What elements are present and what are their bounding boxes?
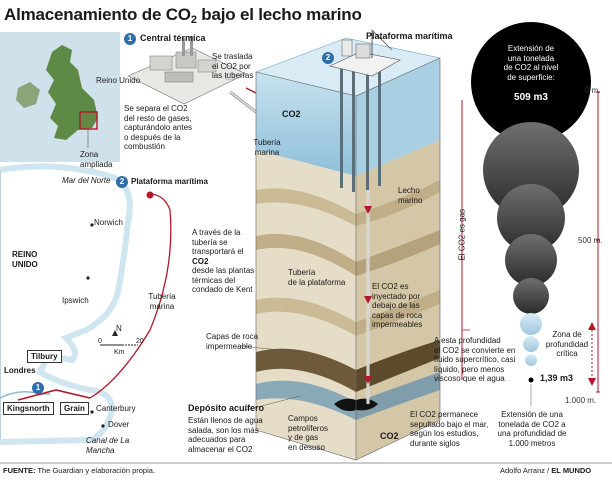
city-box-tilbury: Tilbury [27, 350, 62, 363]
city-box-grain: Grain [60, 402, 89, 415]
step-2-badge: 2 [322, 52, 334, 64]
transfer-text: Se traslada el CO2 por las tuberías [212, 52, 254, 80]
step-2-label: Plataforma marítima [366, 31, 453, 41]
city-ipswich: Ipswich [62, 296, 89, 305]
tick-500m: 500 m. [578, 236, 603, 245]
plant-co2-label: CO2 [282, 109, 301, 119]
aquifer-title: Depósito acuífero [188, 403, 265, 413]
east-england-map [0, 163, 172, 445]
city-london: Londres [4, 366, 36, 375]
city-canterbury: Canterbury [96, 404, 136, 413]
map-country-label: REINO UNIDO [12, 250, 38, 269]
rock-layers-label: Capas de roca impermeable [206, 332, 259, 351]
separation-text: Se separa el CO2 del resto de gases, cap… [124, 104, 193, 151]
offshore-platform [329, 29, 401, 192]
city-box-kingsnorth: Kingsnorth [3, 402, 54, 415]
inset-zoom-label: Zona ampliada [80, 150, 113, 169]
remains-text: El CO2 permanece sepultado bajo el mar, … [410, 410, 489, 448]
map-step-2-badge: 2 [116, 176, 128, 188]
bubble-title: Extensión de una tonelada de CO2 al nive… [503, 44, 559, 82]
uk-inset-map [0, 32, 120, 162]
depth-scale [461, 91, 600, 393]
seabed-label: Lecho marino [398, 186, 423, 205]
tick-0m: 0 m. [585, 86, 601, 95]
footer-credit: Adolfo Arranz / EL MUNDO [500, 466, 592, 475]
old-fields-label: Campos petrolíferos y de gas en desuso [288, 414, 329, 452]
north-label: N [116, 324, 122, 333]
tick-1000m: 1.000 m. [565, 396, 597, 405]
small-volume-value: 1,39 m3 [540, 373, 574, 383]
platform-pipe-label: Tubería de la plataforma [288, 268, 346, 287]
aquifer-text: Están llenos de agua salada, son los más… [188, 416, 263, 454]
deposit-co2-label: CO2 [380, 431, 399, 441]
map-pipe-description: A través de la tubería se transportará e… [192, 228, 255, 294]
sea-label: Mar del Norte [62, 176, 111, 185]
power-plant-illustration [127, 36, 247, 105]
city-norwich: Norwich [94, 218, 123, 227]
injection-text: El CO2 es inyectado por debajo de las ca… [372, 282, 423, 329]
critical-zone-label: Zona de profundidad crítica [545, 330, 589, 358]
scale-unit: Km [114, 349, 125, 356]
channel-label: Canal de La Mancha [86, 436, 130, 455]
bottom-volume-text: Extensión de una tonelada de CO2 a una p… [497, 410, 567, 448]
step-1-label: Central térmica [140, 33, 206, 43]
supercritical-text: A esta profundidad el CO2 se convierte e… [434, 336, 516, 383]
inset-country-label: Reino Unido [96, 76, 141, 85]
map-platform-label: Plataforma marítima [131, 177, 208, 186]
cross-section-block [254, 37, 441, 461]
plant-pipe-label: Tubería marina [253, 138, 281, 157]
map-step-1-badge: 1 [32, 382, 44, 394]
co2-volume-bubbles [471, 22, 591, 406]
scale-twenty: 20 [136, 338, 144, 345]
bubble-value: 509 m3 [514, 92, 548, 103]
scale-zero: 0 [98, 338, 102, 345]
step-1-badge: 1 [124, 33, 136, 45]
gas-label: El CO2 es gas [457, 208, 467, 261]
city-dover: Dover [108, 420, 130, 429]
map-pipe-label: Tubería marina [148, 292, 176, 311]
page-title: Almacenamiento de CO2 bajo el lecho mari… [4, 5, 362, 26]
footer-source: FUENTE: The Guardian y elaboración propi… [3, 466, 156, 475]
